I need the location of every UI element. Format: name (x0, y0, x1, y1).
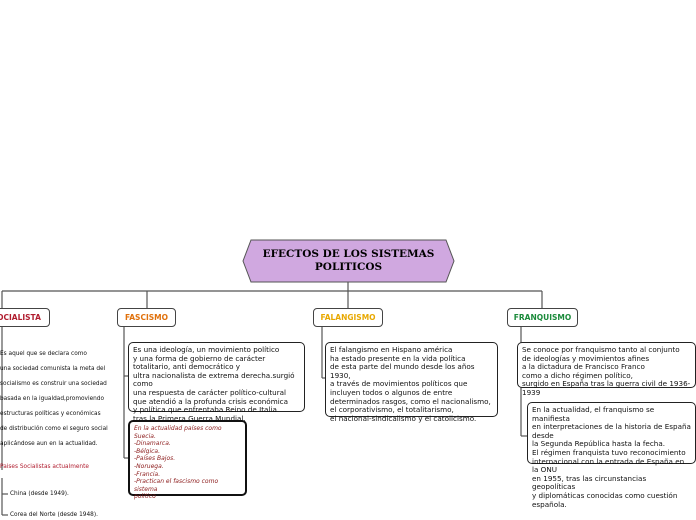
central-title: EFECTOS DE LOS SISTEMAS POLITICOS (262, 248, 435, 273)
fascismo-definition[interactable]: Es una ideología, un movimiento político… (128, 342, 305, 423)
branch-fascismo-label: FASCISMO (124, 313, 168, 322)
branch-socialista[interactable]: OCIALISTA (0, 308, 50, 327)
central-shape (242, 239, 455, 283)
branch-fascismo[interactable]: FASCISMO (117, 308, 176, 327)
socialista-line: una sociedad comunista la meta del (0, 366, 106, 372)
socialista-line: aplicándose aun en la actualidad. (0, 441, 98, 447)
falangismo-definition[interactable]: El falangismo en Hispano américa ha esta… (325, 342, 498, 423)
franquismo-definition[interactable]: Se conoce por franquismo tanto al conjun… (517, 342, 696, 397)
branch-socialista-label: OCIALISTA (0, 313, 41, 322)
fascismo-actualidad[interactable]: En la actualidad países como Suecia. -Di… (128, 420, 247, 500)
central-topic[interactable]: EFECTOS DE LOS SISTEMAS POLITICOS (242, 239, 455, 283)
socialista-line: basada en la igualdad,promoviendo (0, 396, 105, 402)
branch-falangismo[interactable]: FALANGISMO (313, 308, 383, 327)
branch-franquismo-label: FRANQUISMO (513, 313, 572, 322)
branch-falangismo-label: FALANGISMO (320, 313, 376, 322)
socialista-line: de distribución como el seguro social (0, 426, 108, 432)
branch-franquismo[interactable]: FRANQUISMO (507, 308, 578, 327)
socialista-paises-title[interactable]: Paises Socialistas actualmente (0, 464, 89, 470)
socialista-line: socialismo es construir una sociedad (0, 381, 107, 387)
socialista-pais-item[interactable]: Corea del Norte (desde 1948). (10, 512, 98, 518)
socialista-line: Es aquel que se declara como (0, 351, 87, 357)
socialista-line: estructuras políticas y económicas (0, 411, 101, 417)
socialista-pais-item[interactable]: China (desde 1949). (10, 491, 69, 497)
franquismo-actualidad[interactable]: En la actualidad, el franquismo se manif… (527, 402, 696, 508)
